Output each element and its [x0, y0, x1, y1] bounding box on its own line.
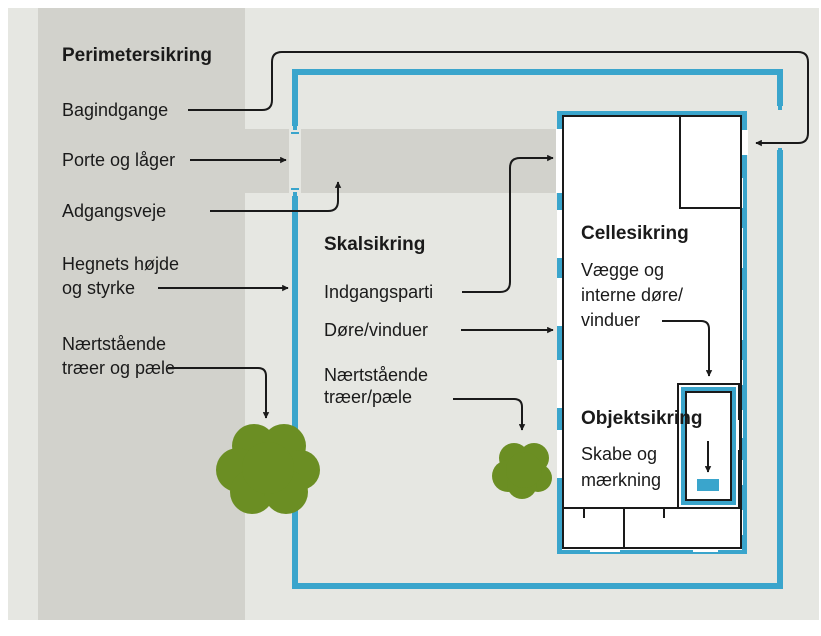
- label-gates: Porte og låger: [62, 150, 176, 170]
- label-shell-trees: Nærtstående træer/pæle: [324, 364, 428, 408]
- gate-left-post-top: [293, 122, 297, 130]
- building-entrance: [556, 129, 564, 193]
- label-entrance: Indgangsparti: [324, 282, 434, 302]
- gate-gap-left: [289, 126, 301, 196]
- label-cell: Vægge og interne døre/ vinduer: [581, 258, 683, 333]
- shrub-icon: [492, 443, 552, 499]
- label-perimeter-trees: Nærtstående træer og pæle: [62, 332, 175, 380]
- label-object: Skabe og mærkning: [581, 441, 661, 493]
- label-perimeter-trees-line2: træer og pæle: [62, 358, 176, 378]
- safe-object: [697, 479, 719, 491]
- label-object-line1: Skabe og: [581, 444, 658, 464]
- label-fence-line1: Hegnets højde: [62, 254, 180, 274]
- label-perimeter-trees-line1: Nærtstående: [62, 334, 167, 354]
- label-cell-line1: Vægge og: [581, 260, 665, 280]
- label-shell-trees-line1: Nærtstående: [324, 365, 429, 385]
- arrow-icon: [188, 51, 809, 147]
- cell-heading: Cellesikring: [581, 223, 689, 244]
- object-room-border: [685, 391, 732, 501]
- label-object-line2: mærkning: [581, 470, 662, 490]
- building-back-entrance: [740, 130, 748, 155]
- gate-left-post-bottom: [293, 192, 297, 200]
- arrow-icon: [210, 181, 342, 212]
- label-access-roads: Adgangsveje: [62, 201, 167, 221]
- label-doors-windows: Døre/vinduer: [324, 320, 429, 340]
- arrow-icon: [462, 154, 554, 293]
- label-cell-line3: vinduer: [581, 310, 641, 330]
- label-fence-line2: og styrke: [62, 278, 136, 298]
- label-fence: Hegnets højde og styrke: [62, 252, 179, 300]
- arrow-icon: [662, 320, 713, 377]
- gate-right-post-bottom: [778, 148, 782, 156]
- shrub-icon: [216, 424, 320, 514]
- gate-gap-right: [774, 106, 786, 150]
- label-back-entrances: Bagindgange: [62, 100, 169, 120]
- gate-right-post-top: [778, 102, 782, 110]
- arrow-icon: [168, 367, 270, 419]
- object-room-window: [736, 420, 739, 450]
- shell-heading: Skalsikring: [324, 234, 426, 255]
- arrow-icon: [453, 398, 526, 431]
- label-cell-line2: interne døre/: [581, 285, 684, 305]
- arrows: [158, 51, 809, 473]
- object-heading: Objektsikring: [581, 408, 703, 429]
- label-shell-trees-line2: træer/pæle: [324, 387, 413, 407]
- perimeter-fence: [292, 69, 783, 589]
- perimeter-heading: Perimetersikring: [62, 45, 212, 66]
